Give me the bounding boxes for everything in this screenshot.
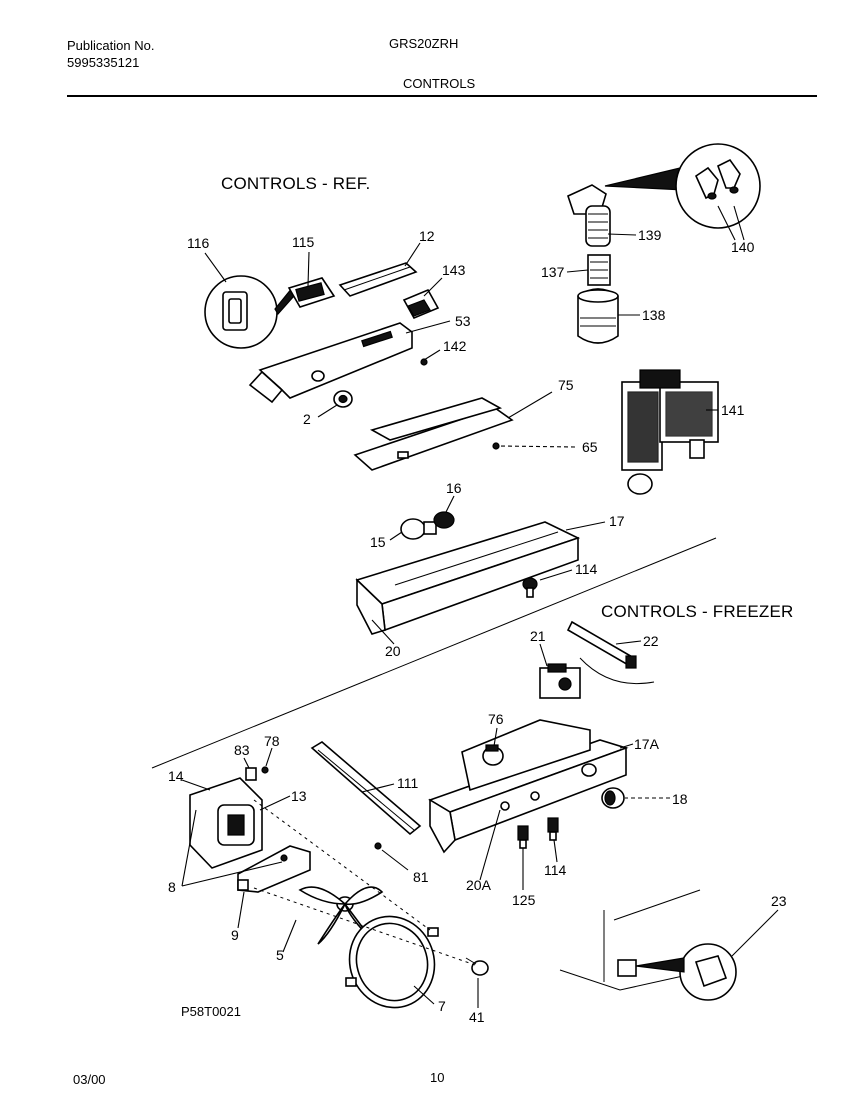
part-22-sensor <box>566 620 655 685</box>
callout-78: 78 <box>264 733 280 749</box>
callout-114-ref: 114 <box>575 561 598 577</box>
part-41-screw <box>465 957 489 976</box>
callout-125: 125 <box>512 892 536 908</box>
part-114-switch-ref <box>522 577 538 598</box>
section-title: CONTROLS <box>403 76 476 91</box>
part-78-screw <box>261 766 269 774</box>
callout-111: 111 <box>397 775 418 791</box>
part-143-clip <box>402 288 440 320</box>
callout-22: 22 <box>643 633 659 649</box>
callout-140: 140 <box>731 239 755 255</box>
part-13-motor <box>217 804 255 846</box>
callout-12: 12 <box>419 228 435 244</box>
footer-date: 03/00 <box>73 1072 106 1087</box>
part-21-thermostat <box>539 663 581 699</box>
callout-115: 115 <box>292 234 315 250</box>
part-17-housing <box>355 521 581 635</box>
callout-137: 137 <box>541 264 565 280</box>
callout-21: 21 <box>530 628 546 644</box>
callout-15: 15 <box>370 534 386 550</box>
callout-83: 83 <box>234 742 250 758</box>
callout-53: 53 <box>455 313 471 329</box>
callout-114-freezer: 114 <box>544 862 567 878</box>
callout-143: 143 <box>442 262 466 278</box>
part-125-switch <box>517 825 529 849</box>
part-141-valve <box>621 369 719 495</box>
part-140-fittings <box>604 143 761 229</box>
controls-ref-title: CONTROLS - REF. <box>221 174 371 193</box>
part-116-gasket <box>204 275 295 349</box>
part-12-cover <box>338 262 418 297</box>
callout-41: 41 <box>469 1009 485 1025</box>
callout-65: 65 <box>582 439 598 455</box>
part-5-fan-blade <box>298 886 384 945</box>
callout-13: 13 <box>291 788 307 804</box>
part-16-socket <box>433 511 455 529</box>
part-65-screw <box>492 442 500 450</box>
callout-7: 7 <box>438 998 446 1014</box>
model-number: GRS20ZRH <box>389 36 459 51</box>
part-115-switch <box>287 277 336 308</box>
part-53-housing <box>248 322 413 404</box>
callout-17A: 17A <box>634 736 660 752</box>
part-7-fan-shroud <box>345 915 439 1009</box>
callout-2: 2 <box>303 411 311 427</box>
callout-9: 9 <box>231 927 239 943</box>
part-142-screw <box>420 358 428 366</box>
callout-17: 17 <box>609 513 625 529</box>
callout-138: 138 <box>642 307 666 323</box>
header-rule <box>67 95 817 97</box>
callout-141: 141 <box>721 402 745 418</box>
publication-number: 5995335121 <box>67 55 140 70</box>
callout-16: 16 <box>446 480 462 496</box>
part-9-mount <box>237 845 311 893</box>
part-18-knob <box>601 787 625 809</box>
section-divider-line <box>151 537 717 769</box>
part-17A-housing <box>428 719 629 854</box>
callout-116: 116 <box>187 235 210 251</box>
part-75-plate <box>353 397 514 471</box>
drawing-code: P58T0021 <box>181 1004 241 1019</box>
part-114-switch-freezer <box>547 817 559 841</box>
callout-76: 76 <box>488 711 504 727</box>
controls-freezer-title: CONTROLS - FREEZER <box>601 602 794 621</box>
callout-81: 81 <box>413 869 429 885</box>
callout-18: 18 <box>672 791 688 807</box>
publication-label: Publication No. <box>67 38 155 53</box>
part-81-screw <box>374 842 382 850</box>
part-111-duct <box>310 741 422 836</box>
callout-20: 20 <box>385 643 401 659</box>
page-number: 10 <box>430 1070 445 1085</box>
callout-14: 14 <box>168 768 184 784</box>
part-76-bulb <box>482 744 504 766</box>
part-139-filter-head <box>567 184 611 247</box>
part-83-clip <box>245 767 257 781</box>
part-2-knob <box>333 390 353 408</box>
callout-20A: 20A <box>466 877 492 893</box>
callout-139: 139 <box>638 227 662 243</box>
callout-8: 8 <box>168 879 176 895</box>
part-138-filter-bowl <box>577 288 619 344</box>
part-137-filter-element <box>587 254 611 286</box>
part-15-bulb <box>400 518 437 540</box>
callout-142: 142 <box>443 338 467 354</box>
callout-75: 75 <box>558 377 574 393</box>
part-23-damper <box>559 889 737 1001</box>
callout-23: 23 <box>771 893 787 909</box>
callout-5: 5 <box>276 947 284 963</box>
